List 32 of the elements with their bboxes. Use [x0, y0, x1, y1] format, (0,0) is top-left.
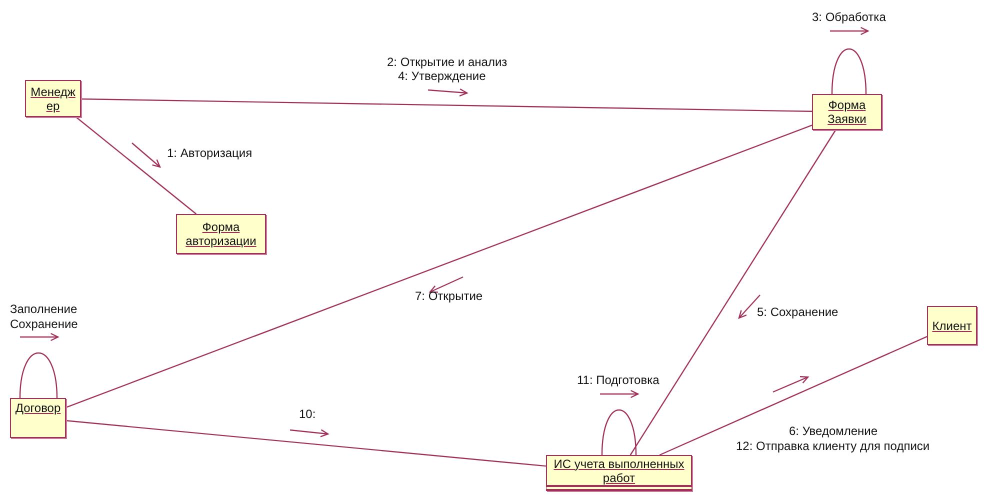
message-label: 6: Уведомление — [789, 424, 878, 438]
message-label: Заполнение — [10, 302, 78, 316]
link-line — [659, 336, 928, 456]
message-label: 5: Сохранение — [757, 305, 838, 319]
object-box — [176, 214, 266, 254]
message-label: 11: Подготовка — [577, 373, 660, 387]
message-label: 10: — [299, 407, 316, 421]
message-label: 1: Авторизация — [167, 146, 252, 160]
link-line — [630, 130, 836, 456]
object-name: ИС учета выполненных работ — [552, 456, 686, 484]
object-box — [812, 94, 882, 130]
object-box — [927, 306, 977, 345]
message-label: 7: Открытие — [415, 289, 483, 303]
object-box — [10, 398, 66, 438]
link-line — [80, 98, 812, 112]
object-name: Форма Заявки — [826, 98, 868, 126]
object-name: Договор — [15, 401, 61, 415]
message-label: 2: Открытие и анализ — [387, 55, 508, 69]
self-link — [831, 48, 867, 94]
message-label: 12: Отправка клиенту для подписи — [736, 439, 930, 453]
object-name: Клиент — [932, 318, 972, 332]
self-link — [601, 410, 637, 456]
message-label: 3: Обработка — [812, 10, 886, 24]
object-box — [546, 455, 692, 491]
message-label: Сохранение — [10, 317, 78, 331]
object-name: Менеджер — [30, 84, 76, 112]
object-name: Форма авторизации — [184, 220, 258, 248]
self-link — [19, 352, 58, 398]
link-line — [66, 124, 812, 408]
link-line — [76, 116, 197, 214]
message-label: 4: Утверждение — [398, 69, 486, 83]
link-line — [66, 420, 546, 467]
